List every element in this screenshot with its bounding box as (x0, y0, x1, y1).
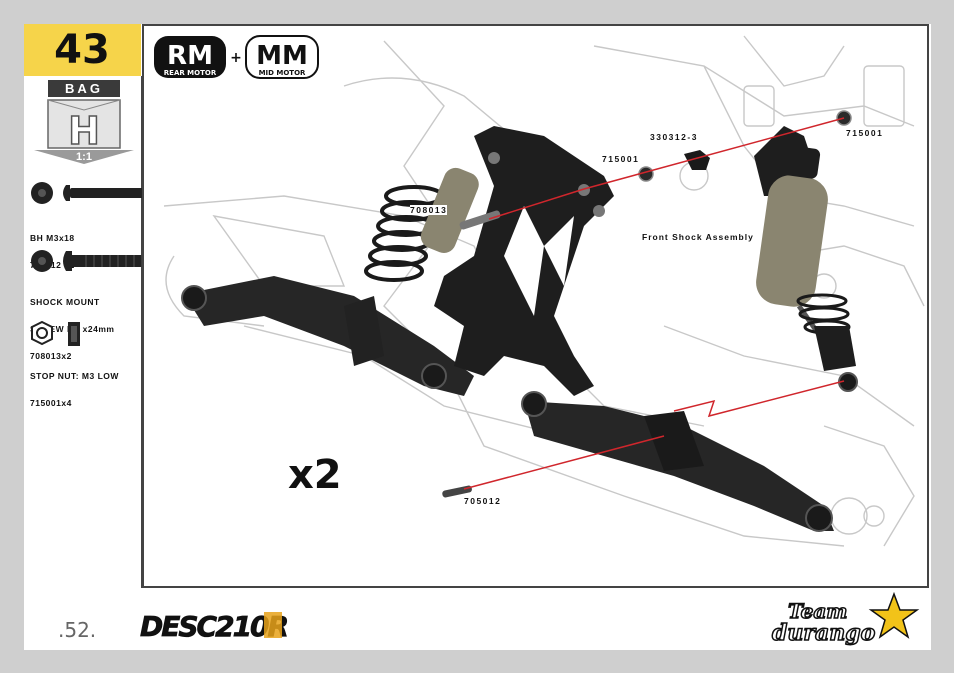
callout-assembly: Front Shock Assembly (642, 232, 754, 242)
step-header: 43 (24, 24, 141, 76)
manual-page: 43 BAG H 1:1 BH M3x18 705012 x2 SHOCK MO… (24, 24, 931, 650)
stop-nut-icon (31, 320, 80, 346)
mid-motor-small: MID MOTOR (259, 69, 306, 77)
assembly-drawing (163, 35, 925, 547)
quantity-multiplier: x2 (288, 452, 342, 498)
part-2-line1: SHOCK MOUNT (30, 297, 100, 307)
desc210r-logo: DESC210R (140, 610, 290, 642)
part-stop-nut (30, 320, 100, 355)
assembly-illustration (142, 24, 929, 588)
rear-motor-big: RM (167, 41, 213, 71)
part-bh-screw (30, 180, 160, 213)
page-number: .52. (58, 618, 97, 642)
part-2-line3: 708013x2 (30, 351, 72, 361)
bag-letter: H (68, 109, 100, 150)
bh-screw-icon (31, 182, 152, 204)
step-number: 43 (54, 27, 110, 73)
team-text: Team (788, 599, 847, 623)
mid-motor-big: MM (256, 41, 308, 71)
part-1-line1: BH M3x18 (30, 233, 75, 243)
callout-nut-right: 715001 (846, 128, 884, 138)
part-stop-nut-text: STOP NUT: M3 LOW 715001x4 (30, 354, 119, 426)
scale-badge-shape (34, 150, 134, 164)
part-3-line1: STOP NUT: M3 LOW (30, 371, 119, 381)
motor-badges: RM REAR MOTOR + MM MID MOTOR (154, 35, 319, 79)
callout-bushing: 330312-3 (650, 132, 698, 142)
rear-motor-small: REAR MOTOR (164, 69, 217, 77)
bag-icon: H (47, 99, 121, 150)
sidebar-divider (141, 76, 142, 588)
callout-bh-screw: 705012 (464, 496, 502, 506)
scale-label: 1:1 (76, 151, 92, 163)
part-3-line2: 715001x4 (30, 398, 72, 408)
bag-label: BAG (48, 80, 120, 97)
callout-shock-mount-screw: 708013 (410, 205, 448, 215)
callout-nut-left: 715001 (602, 154, 640, 164)
team-durango-logo: Team durango (771, 592, 920, 647)
motor-plus: + (230, 50, 242, 66)
durango-text: durango (772, 620, 875, 646)
